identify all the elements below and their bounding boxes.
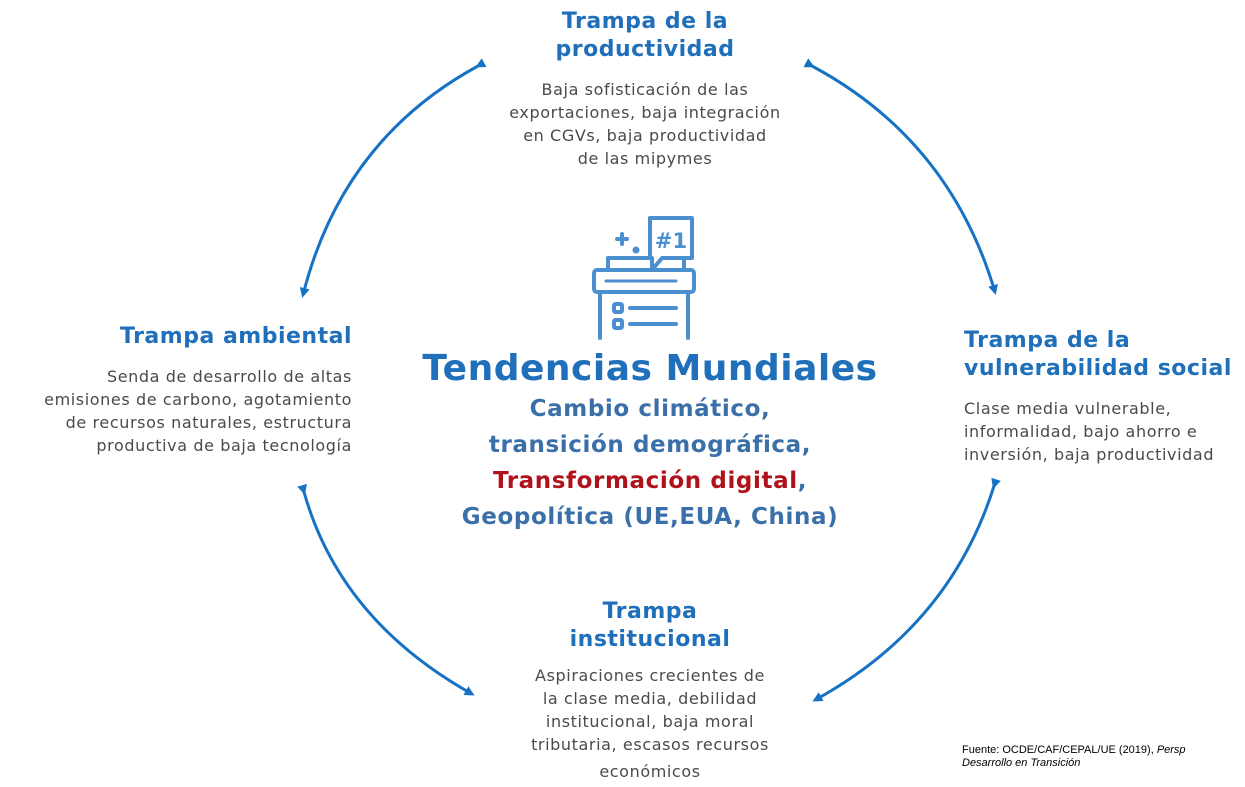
desc-line: de las mipymes xyxy=(577,149,713,168)
desc-line: Clase media vulnerable, xyxy=(964,399,1172,418)
title-line: Trampa ambiental xyxy=(119,324,352,349)
trap-social-title: Trampa de la vulnerabilidad social xyxy=(964,327,1245,383)
desc-line: emisiones de carbono, agotamiento xyxy=(44,390,352,409)
trap-productivity-title: Trampa de la productividad xyxy=(490,8,800,64)
trap-social-desc: Clase media vulnerable, informalidad, ba… xyxy=(964,397,1245,466)
trend-item: Cambio climático, xyxy=(529,396,771,422)
arrow-productivity-environmental xyxy=(299,58,487,298)
source-italic: Persp xyxy=(1156,744,1186,756)
trend-item-highlight: Transformación digital, xyxy=(395,463,905,499)
digital-ranking-icon: #1 xyxy=(592,216,696,340)
source-note: Fuente: OCDE/CAF/CEPAL/UE (2019), Persp … xyxy=(962,744,1186,770)
trap-institutional-desc: Aspiraciones crecientes de la clase medi… xyxy=(500,664,800,783)
trap-environmental-title: Trampa ambiental xyxy=(0,323,352,351)
trend-item: Geopolítica (UE,EUA, China) xyxy=(461,504,839,530)
desc-line: de recursos naturales, estructura xyxy=(65,413,352,432)
center-title: Tendencias Mundiales xyxy=(422,348,878,389)
svg-text:#1: #1 xyxy=(655,229,687,253)
trend-item: transición demográfica, xyxy=(488,432,812,458)
desc-line: institucional, baja moral xyxy=(545,712,755,731)
arrow-environmental-institutional xyxy=(297,483,475,696)
desc-line: inversión, baja productividad xyxy=(964,445,1215,464)
trap-social: Trampa de la vulnerabilidad social Clase… xyxy=(964,327,1245,466)
center-block: Tendencias Mundiales Cambio climático, t… xyxy=(395,348,905,535)
trend-highlight-text: Transformación digital xyxy=(492,468,798,494)
desc-line: informalidad, bajo ahorro e xyxy=(964,422,1198,441)
arrow-productivity-social xyxy=(803,58,998,295)
desc-line: exportaciones, baja integración xyxy=(509,103,781,122)
source-line-2-text: Desarrollo en Transición xyxy=(962,757,1081,769)
trap-environmental-desc: Senda de desarrollo de altas emisiones d… xyxy=(0,365,352,457)
title-line: Trampa de la xyxy=(964,328,1131,353)
trend-suffix: , xyxy=(797,468,808,494)
desc-line: en CGVs, baja productividad xyxy=(523,126,767,145)
source-prefix: Fuente: OCDE/CAF/CEPAL/UE (2019), xyxy=(962,744,1157,756)
desc-line: Baja sofisticación de las xyxy=(541,80,749,99)
arrow-social-institutional xyxy=(812,477,1001,702)
desc-line: tributaria, escasos recursos xyxy=(531,735,769,754)
trap-institutional-title: Trampa institucional xyxy=(500,598,800,654)
trap-institutional: Trampa institucional Aspiraciones crecie… xyxy=(500,598,800,783)
source-line-1: Fuente: OCDE/CAF/CEPAL/UE (2019), Persp xyxy=(962,744,1186,757)
trend-list: Cambio climático, transición demográfica… xyxy=(395,391,905,535)
trap-environmental: Trampa ambiental Senda de desarrollo de … xyxy=(0,323,352,457)
desc-line: la clase media, debilidad xyxy=(542,689,758,708)
title-line: Trampa xyxy=(602,599,698,624)
desc-line: productiva de baja tecnología xyxy=(96,436,352,455)
title-line: institucional xyxy=(569,627,731,652)
desc-line: económicos xyxy=(599,762,701,781)
title-line: vulnerabilidad social xyxy=(964,356,1232,381)
source-line-2: Desarrollo en Transición xyxy=(962,757,1186,770)
title-line: Trampa de la xyxy=(561,9,729,34)
trap-productivity: Trampa de la productividad Baja sofistic… xyxy=(490,8,800,170)
title-line: productividad xyxy=(555,37,735,62)
desc-line: Aspiraciones crecientes de xyxy=(535,666,765,685)
trap-productivity-desc: Baja sofisticación de las exportaciones,… xyxy=(490,78,800,170)
desc-line: Senda de desarrollo de altas xyxy=(106,367,352,386)
